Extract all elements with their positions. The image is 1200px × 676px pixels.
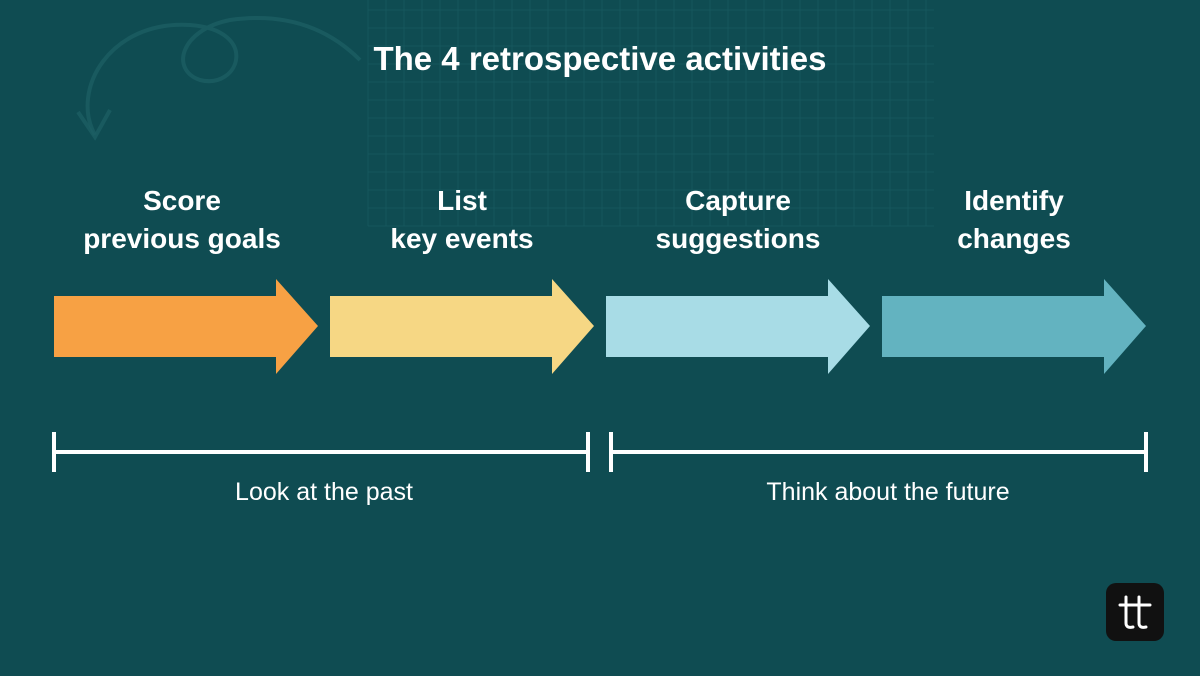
step-label-list: List key events <box>322 182 602 258</box>
page-title: The 4 retrospective activities <box>373 40 827 77</box>
step-label-identify: Identify changes <box>874 182 1154 258</box>
phase-label-past: Look at the past <box>235 478 413 506</box>
phase-bracket-past <box>52 432 590 472</box>
step-label-score: Score previous goals <box>42 182 322 258</box>
step-label-line2: changes <box>957 223 1071 254</box>
arrow-score-previous-goals <box>54 279 318 374</box>
step-label-line1: Capture <box>685 185 791 216</box>
brand-logo-icon <box>1118 595 1152 629</box>
activity-arrows <box>54 279 1146 374</box>
step-label-line1: Identify <box>964 185 1064 216</box>
step-label-line2: previous goals <box>83 223 281 254</box>
step-label-capture: Capture suggestions <box>598 182 878 258</box>
step-label-line2: key events <box>390 223 534 254</box>
background-grid <box>367 0 934 227</box>
step-label-line1: Score <box>143 185 221 216</box>
arrow-identify-changes <box>882 279 1146 374</box>
arrow-capture-suggestions <box>606 279 870 374</box>
decorative-swirl-arrowhead <box>76 109 112 141</box>
step-label-line1: List <box>437 185 487 216</box>
decorative-swirl <box>85 16 362 136</box>
phase-label-future: Think about the future <box>766 478 1010 506</box>
brand-logo <box>1106 583 1164 641</box>
phase-bracket-future <box>609 432 1148 472</box>
step-label-line2: suggestions <box>655 223 821 254</box>
arrow-list-key-events <box>330 279 594 374</box>
